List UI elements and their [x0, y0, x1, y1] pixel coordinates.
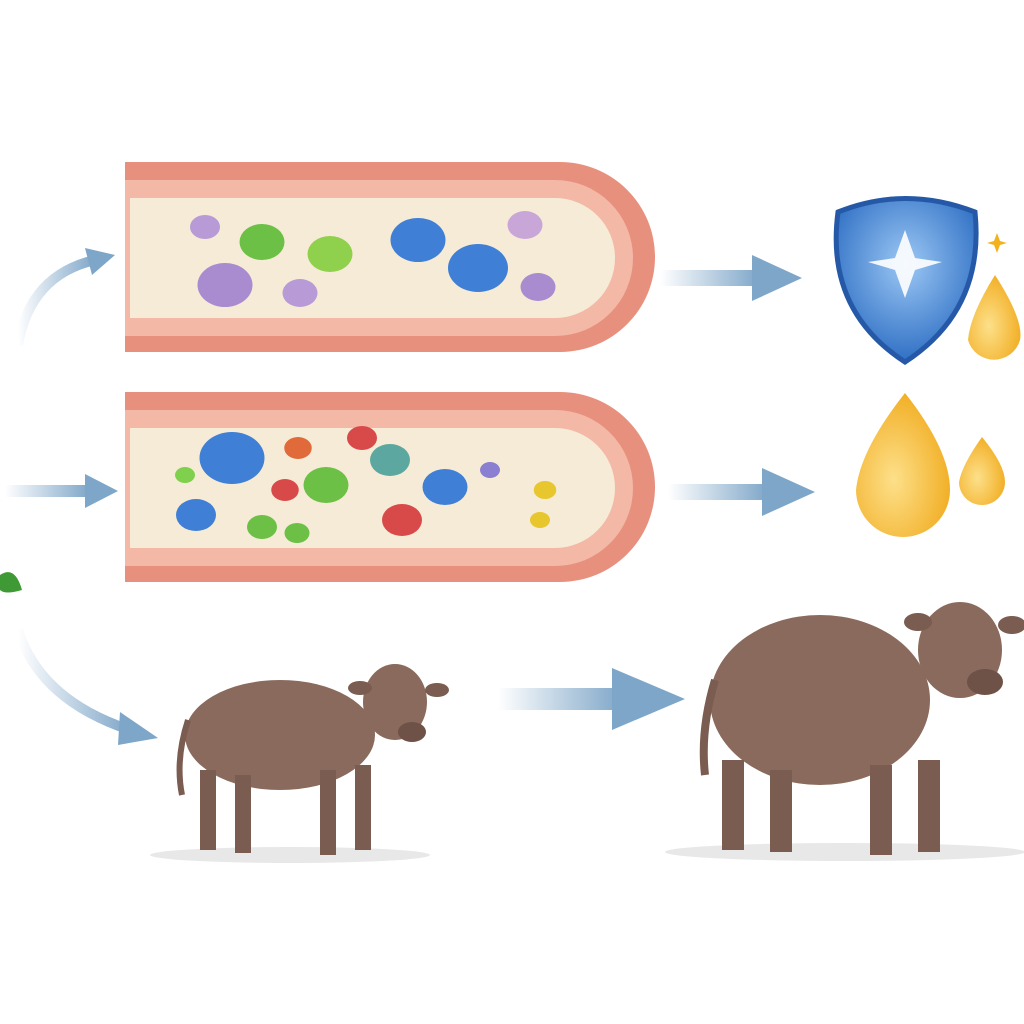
microbe-icon [307, 236, 353, 272]
microbe-icon [530, 512, 550, 528]
microbe-icon [390, 218, 446, 262]
arrow-icon-middle-right [668, 468, 815, 516]
arrow-icon-bottom [498, 668, 685, 730]
microbe-icon [271, 479, 299, 501]
leaf-icon [0, 572, 22, 593]
microbe-icon [239, 224, 285, 260]
microbe-icon [347, 426, 377, 450]
arrow-icon-top-right [660, 255, 802, 301]
microbe-icon [199, 432, 265, 484]
microbe-icon [448, 244, 508, 292]
microbe-icon [533, 481, 557, 499]
microbe-icon [422, 469, 468, 505]
microbe-icon [480, 462, 500, 478]
grown-cattle-icon [665, 602, 1024, 861]
microbe-icon [284, 523, 310, 543]
arrow-icon-middle-left [5, 474, 118, 508]
microbe-icon [507, 211, 543, 239]
microbe-icon [284, 437, 312, 459]
arrow-icon-upper-left [13, 248, 115, 346]
gut-section-icon-top [125, 162, 655, 352]
microbe-icon [520, 273, 556, 301]
shield-icon [833, 196, 979, 365]
arrow-icon-lower-left [13, 628, 158, 745]
calf-icon [150, 664, 449, 863]
microbe-icon [190, 215, 220, 239]
gut-section-icon-bottom [125, 392, 655, 582]
microbe-icon [175, 467, 195, 483]
microbe-icon [176, 499, 216, 531]
microbe-icon [303, 467, 349, 503]
oil-droplet-icon [856, 233, 1021, 537]
microbe-icon [382, 504, 422, 536]
microbe-icon [197, 263, 253, 307]
microbe-icon [370, 444, 410, 476]
microbe-icon [282, 279, 318, 307]
microbe-icon [247, 515, 277, 539]
